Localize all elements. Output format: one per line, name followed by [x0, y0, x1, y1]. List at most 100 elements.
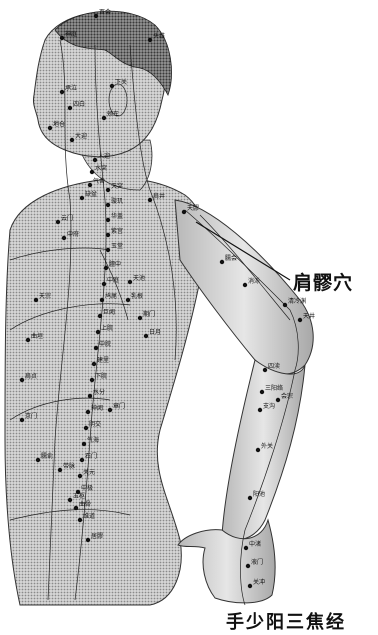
acupoint-marker [148, 198, 152, 202]
callout-label: 肩髎穴 [293, 268, 353, 295]
acupoint-marker [92, 362, 96, 366]
acupoint-marker [246, 564, 250, 568]
acupoint-marker [93, 158, 97, 162]
acupoint-marker [102, 116, 106, 120]
acupoint-label: 关冲 [253, 578, 265, 586]
acupoint-label: 肩井 [153, 192, 165, 200]
acupoint-marker [82, 442, 86, 446]
acupoint-marker [104, 266, 108, 270]
acupoint-label: 人迎 [98, 152, 110, 160]
acupoint-label: 中极 [81, 484, 93, 492]
acupoint-label: 日月 [149, 329, 161, 336]
figure-caption: 手少阳三焦经 [226, 608, 346, 634]
acupoint-label: 百会 [99, 8, 111, 16]
acupoint-marker [106, 188, 110, 192]
acupoint-label: 紫宫 [111, 227, 123, 235]
acupoint-label: 期门 [143, 310, 155, 318]
acupoint-label: 天宗 [39, 292, 51, 300]
acupoint-marker [90, 378, 94, 382]
acupoint-marker [36, 458, 40, 462]
acupoint-marker [84, 426, 88, 430]
acupoint-label: 中府 [67, 230, 79, 238]
acupoint-marker [74, 506, 78, 510]
acupoint-label: 巨阙 [103, 308, 115, 316]
acupoint-marker [108, 408, 112, 412]
acupoint-marker [60, 90, 64, 94]
acupoint-label: 鸠尾 [105, 292, 117, 300]
acupoint-marker [126, 298, 130, 302]
acupoint-label: 四渎 [268, 362, 280, 370]
acupoint-label: 四白 [73, 100, 85, 108]
acupoint-marker [148, 38, 152, 42]
acupoint-marker [220, 260, 224, 264]
acupoint-marker [283, 303, 287, 307]
acupoint-label: 地仓 [53, 120, 65, 128]
acupoint-marker [80, 458, 84, 462]
acupoint-marker [248, 584, 252, 588]
acupoint-marker [102, 282, 106, 286]
acupoint-label: 京门 [25, 412, 37, 420]
acupoint-marker [94, 14, 98, 18]
acupoint-label: 阴交 [89, 420, 101, 428]
acupoint-marker [94, 346, 98, 350]
acupoint-label: 臑会 [225, 254, 237, 262]
acupoint-label: 璇玑 [111, 197, 123, 205]
acupoint-marker [248, 496, 252, 500]
acupoint-label: 三阳络 [265, 384, 283, 392]
acupoint-label: 天池 [133, 274, 145, 282]
acupoint-label: 水分 [93, 388, 105, 396]
acupoint-marker [88, 394, 92, 398]
acupoint-label: 章门 [113, 402, 125, 410]
acupoint-marker [88, 183, 92, 187]
acupoint-label: 外关 [261, 442, 273, 450]
acupoint-label: 曲垣 [31, 332, 43, 340]
acupoint-label: 缺盆 [85, 190, 97, 198]
acupoint-marker [244, 546, 248, 550]
acupoint-label: 中渚 [249, 540, 261, 548]
acupoint-label: 神庭 [65, 30, 77, 38]
acupoint-label: 居髎 [91, 533, 103, 540]
acupoint-label: 颊车 [107, 110, 119, 118]
acupoint-label: 清冷渊 [288, 297, 306, 305]
acupoint-label: 头维 [153, 32, 165, 40]
acupoint-label: 上脘 [101, 324, 113, 332]
acupoint-marker [263, 368, 267, 372]
acupoint-marker [128, 280, 132, 284]
forearm-shape [222, 360, 305, 540]
acupoint-marker [78, 474, 82, 478]
acupoint-label: 石门 [85, 452, 97, 460]
acupoint-label: 阳池 [253, 490, 265, 498]
acupoint-label: 气舍 [93, 177, 105, 185]
acupoint-label: 维道 [83, 512, 95, 520]
acupoint-label: 中庭 [107, 276, 119, 284]
acupoint-marker [98, 314, 102, 318]
acupoint-label: 中脘 [99, 340, 111, 348]
acupoint-label: 玉堂 [111, 242, 123, 250]
acupoint-label: 水突 [95, 164, 107, 172]
acupoint-marker [80, 196, 84, 200]
acupoint-label: 建里 [97, 356, 109, 364]
acupoint-label: 华盖 [111, 212, 123, 220]
acupoint-marker [56, 220, 60, 224]
acupoint-marker [256, 448, 260, 452]
acupoint-label: 消泺 [248, 277, 260, 285]
acupoint-marker [144, 334, 148, 338]
acupoint-marker [34, 298, 38, 302]
acupoint-marker [258, 408, 262, 412]
acupoint-marker [86, 538, 90, 542]
acupoint-marker [86, 410, 90, 414]
acupoint-label: 会宗 [281, 392, 293, 400]
acupoint-label: 曲骨 [79, 500, 91, 508]
acupoint-label: 承泣 [65, 84, 77, 92]
acupoint-label: 云门 [61, 214, 73, 222]
acupoint-marker [26, 338, 30, 342]
acupoint-marker [68, 106, 72, 110]
acupoint-marker [48, 126, 52, 130]
acupoint-marker [60, 36, 64, 40]
acupoint-label: 天突 [111, 182, 123, 190]
acupoint-label: 天井 [303, 312, 315, 320]
acupoint-marker [106, 248, 110, 252]
acupoint-marker [58, 468, 62, 472]
acupoint-label: 臑俞 [41, 452, 53, 460]
